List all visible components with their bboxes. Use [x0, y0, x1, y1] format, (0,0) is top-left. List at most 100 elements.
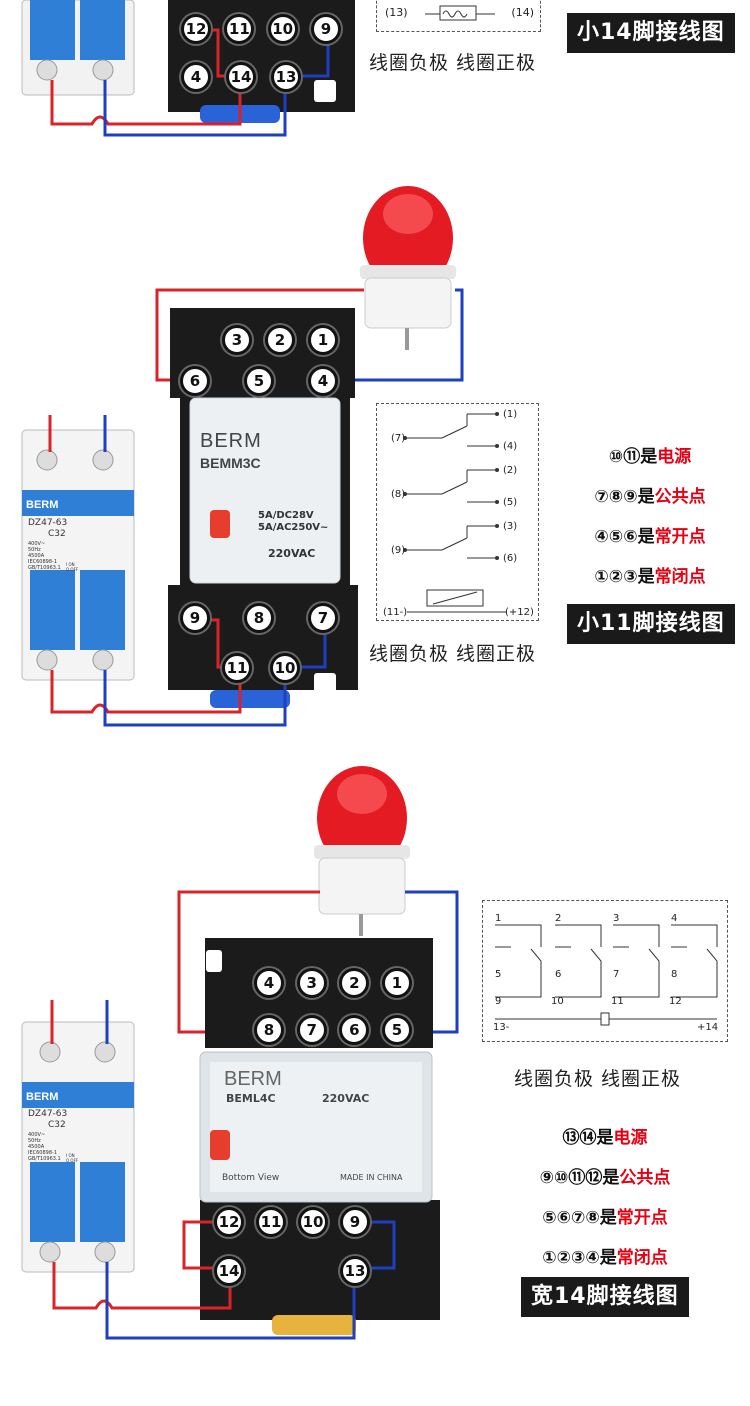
sch-label: (4) — [503, 441, 518, 452]
terminal: 5 — [244, 366, 274, 396]
terminal: 13 — [340, 1256, 370, 1286]
relay-brand: BERM — [200, 430, 262, 452]
sch-label: (1) — [503, 409, 518, 420]
sch-label: 4 — [671, 913, 678, 924]
breaker-brand: BERM — [26, 1091, 59, 1103]
relay-model: BEMM3C — [200, 455, 261, 471]
small11-wiring-illustration — [21, 186, 464, 727]
section-title: 小11脚接线图 — [567, 604, 735, 644]
breaker-brand: BERM — [26, 499, 59, 511]
terminal: 12 — [214, 1207, 244, 1237]
wire-blue — [103, 80, 287, 137]
legend-power: ⑬⑭是电源 — [562, 1128, 648, 1148]
small14-coil-schematic: (13) (14) — [376, 0, 541, 32]
relay-brand: BERM — [224, 1068, 282, 1090]
sch-label: (2) — [503, 465, 518, 476]
sch-label: (9) — [391, 545, 406, 556]
sch-label: 13- — [493, 1022, 510, 1033]
wire-red — [50, 80, 242, 126]
sch-label: 6 — [555, 969, 562, 980]
terminal: 9 — [310, 14, 341, 44]
warning-lamp-icon — [360, 186, 456, 350]
legend-normally-closed: ①②③是常闭点 — [594, 567, 706, 587]
terminal: 3 — [222, 325, 252, 355]
warning-lamp-icon — [314, 766, 410, 936]
lamp-label — [376, 282, 440, 310]
coil-label-left: (13) — [385, 6, 408, 19]
relay-rating-ac: 5A/AC250V~ — [258, 522, 329, 533]
breaker-model: DZ47-63 — [28, 1109, 68, 1119]
section-title: 小14脚接线图 — [567, 13, 735, 53]
terminal: 6 — [339, 1015, 370, 1045]
sch-label: (7) — [391, 433, 406, 444]
wire-blue — [334, 288, 464, 382]
terminal: 10 — [270, 653, 300, 683]
terminal: 9 — [180, 603, 210, 633]
sch-label: (5) — [503, 497, 518, 508]
terminal: 2 — [339, 968, 370, 998]
sch-label: 12 — [669, 996, 682, 1007]
relay-model: BEML4C — [226, 1092, 276, 1105]
sch-label: +14 — [697, 1022, 719, 1033]
terminal: 10 — [267, 14, 298, 44]
terminal: 8 — [244, 603, 274, 633]
terminal: 7 — [296, 1015, 327, 1045]
relay-body — [189, 397, 341, 584]
terminal: 11 — [222, 653, 252, 683]
wire-red — [177, 890, 320, 1034]
terminal: 9 — [340, 1207, 370, 1237]
wire-blue — [405, 890, 459, 1034]
breaker-handle-right — [80, 0, 125, 60]
breaker-model: DZ47-63 — [28, 518, 68, 528]
relay-coil-voltage: 220VAC — [268, 547, 316, 560]
sch-label: 10 — [551, 996, 564, 1007]
sch-label: (3) — [503, 521, 518, 532]
small11-schematic: (7) (8) (9) (1) (4) (2) (5) (3) (6) (11-… — [376, 403, 539, 621]
terminal: 5 — [381, 1015, 412, 1045]
terminal: 4 — [181, 62, 211, 92]
section-title: 宽14脚接线图 — [521, 1277, 689, 1317]
coil-polarity-caption: 线圈负极 线圈正极 — [369, 643, 537, 665]
sch-label: 3 — [613, 913, 620, 924]
terminal: 7 — [308, 603, 338, 633]
terminal: 13 — [271, 62, 301, 92]
legend-normally-open: ⑤⑥⑦⑧是常开点 — [542, 1208, 668, 1228]
contact-diagram — [495, 924, 718, 1026]
relay-made-in: MADE IN CHINA — [340, 1173, 403, 1182]
coil-label-right: (14) — [511, 6, 534, 19]
legend-power: ⑩⑪是电源 — [608, 447, 692, 467]
breaker-rating: C32 — [48, 1120, 66, 1130]
wide14-schematic: 1 2 3 4 5 6 7 8 9 10 11 12 13- +14 — [482, 900, 728, 1042]
breaker-rating: C32 — [48, 529, 66, 539]
sch-label: (6) — [503, 553, 518, 564]
terminal: 8 — [254, 1015, 284, 1045]
sch-label: 7 — [613, 969, 620, 980]
sch-label: 1 — [495, 913, 502, 924]
sch-label: 9 — [495, 996, 502, 1007]
terminal: 4 — [308, 366, 338, 396]
sch-label: (8) — [391, 489, 406, 500]
sch-label: (+12) — [505, 607, 534, 618]
sch-label: 5 — [495, 969, 502, 980]
terminal: 11 — [224, 14, 255, 44]
relay-bottom-view: Bottom View — [222, 1173, 280, 1183]
terminal: 10 — [298, 1207, 328, 1237]
terminal: 6 — [180, 366, 210, 396]
sch-label: 2 — [555, 913, 562, 924]
legend-common: ⑨⑩⑪⑫是公共点 — [539, 1168, 671, 1188]
breaker-handle-left — [30, 570, 75, 650]
breaker-handle-left — [30, 0, 75, 60]
breaker-handle-right — [80, 570, 125, 650]
coil-icon — [425, 5, 495, 21]
sch-label: (11-) — [383, 607, 408, 618]
terminal: 2 — [265, 325, 295, 355]
legend-common: ⑦⑧⑨是公共点 — [594, 487, 706, 507]
contact-diagram — [403, 412, 507, 613]
legend-normally-open: ④⑤⑥是常开点 — [594, 527, 706, 547]
coil-polarity-caption: 线圈负极 线圈正极 — [369, 52, 537, 74]
terminal: 11 — [256, 1207, 286, 1237]
terminal: 1 — [381, 968, 412, 998]
